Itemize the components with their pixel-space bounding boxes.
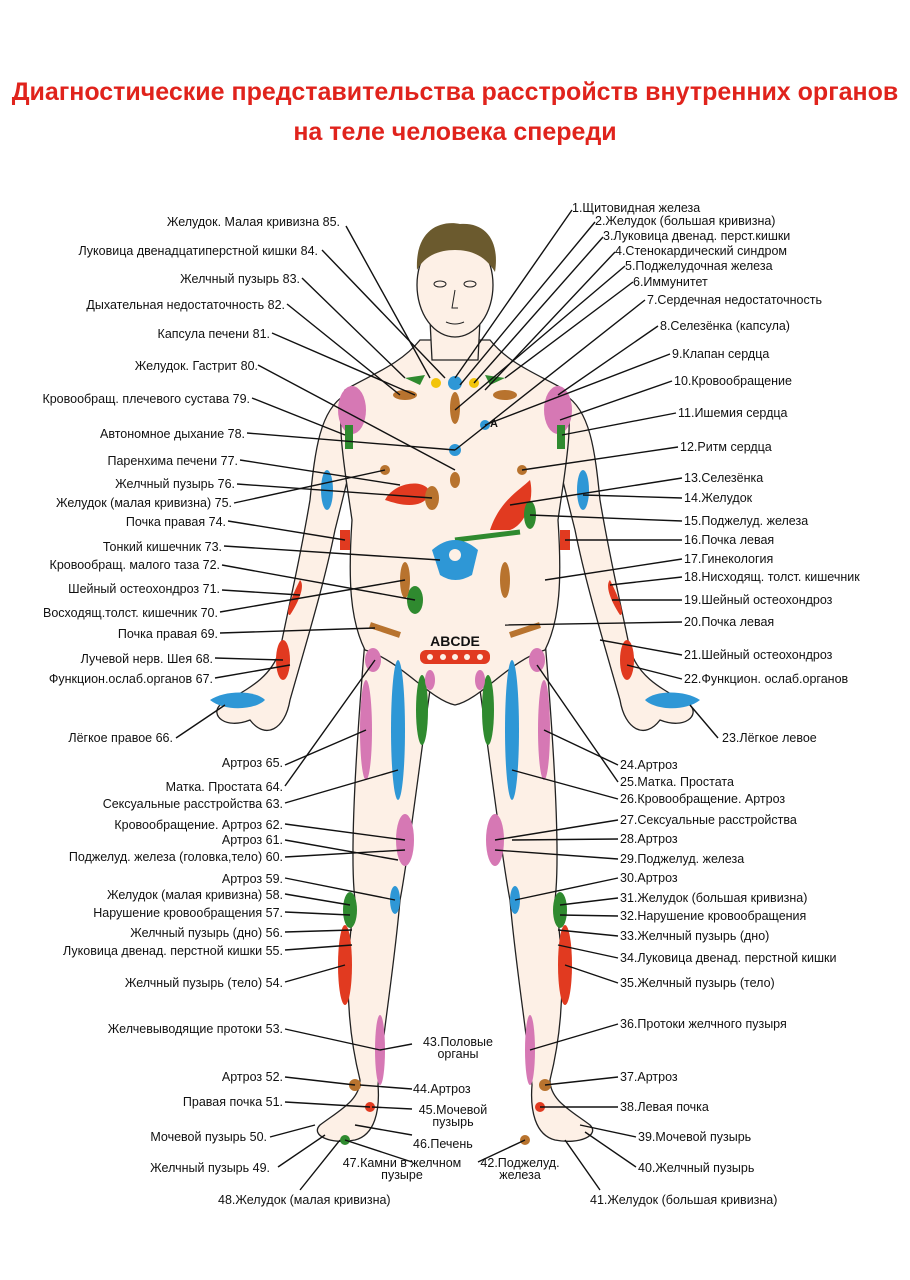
label-82: Дыхательная недостаточность 82. xyxy=(86,298,285,312)
label-65: Артроз 65. xyxy=(221,756,283,770)
label-73: Тонкий кишечник 73. xyxy=(102,540,222,554)
label-69: Почка правая 69. xyxy=(117,627,218,641)
leader-lines-left xyxy=(175,225,456,1191)
label-76: Желчный пузырь 76. xyxy=(115,477,235,491)
label-54: Желчный пузырь (тело) 54. xyxy=(124,976,283,990)
face xyxy=(433,280,477,325)
body-silhouette xyxy=(216,232,694,1142)
label-83: Желчный пузырь 83. xyxy=(180,272,300,286)
label-29: 29.Поджелуд. железа xyxy=(620,852,745,866)
label-20: 20.Почка левая xyxy=(684,615,775,629)
label-43: 43.Половые органы xyxy=(422,1035,493,1061)
label-10: 10.Кровообращение xyxy=(674,374,792,388)
label-31: 31.Желудок (большая кривизна) xyxy=(620,891,808,905)
label-6: 6.Иммунитет xyxy=(633,275,708,289)
label-58: Желудок (малая кривизна) 58. xyxy=(106,888,283,902)
label-49: Желчный пузырь 49. xyxy=(150,1161,270,1175)
label-4: 4.Стенокардический синдром xyxy=(615,244,788,258)
label-5: 5.Поджелудочная железа xyxy=(625,259,773,273)
label-71: Шейный остеохондроз 71. xyxy=(68,582,220,596)
label-9: 9.Клапан сердца xyxy=(672,347,770,361)
label-1: 1.Щитовидная железа xyxy=(572,201,701,215)
label-59: Артроз 59. xyxy=(221,872,283,886)
label-46: 46.Печень xyxy=(413,1137,473,1151)
label-37: 37.Артроз xyxy=(620,1070,678,1084)
label-3: 3.Луковица двенад. перст.кишки xyxy=(603,229,791,243)
label-60: Поджелуд. железа (головка,тело) 60. xyxy=(68,850,283,864)
label-8: 8.Селезёнка (капсула) xyxy=(660,319,790,333)
label-63: Сексуальные расстройства 63. xyxy=(102,797,283,811)
label-40: 40.Желчный пузырь xyxy=(638,1161,755,1175)
abcde-points xyxy=(420,650,490,664)
label-25: 25.Матка. Простата xyxy=(620,775,734,789)
label-84: Луковица двенадцатиперстной кишки 84. xyxy=(78,244,318,258)
label-24: 24.Артроз xyxy=(620,758,678,772)
label-28: 28.Артроз xyxy=(620,832,678,846)
label-52: Артроз 52. xyxy=(221,1070,283,1084)
label-78: Автономное дыхание 78. xyxy=(100,427,245,441)
label-38: 38.Левая почка xyxy=(620,1100,709,1114)
label-44: 44.Артроз xyxy=(413,1082,471,1096)
label-45: 45.Мочевой пузырь xyxy=(418,1103,488,1129)
label-85: Желудок. Малая кривизна 85. xyxy=(166,215,340,229)
label-72: Кровообращ. малого таза 72. xyxy=(49,558,220,572)
label-18: 18.Нисходящ. толст. кишечник xyxy=(684,570,860,584)
label-7: 7.Сердечная недостаточность xyxy=(647,293,822,307)
label-12: 12.Ритм сердца xyxy=(680,440,772,454)
label-32: 32.Нарушение кровообращения xyxy=(620,909,807,923)
label-50: Мочевой пузырь 50. xyxy=(150,1130,267,1144)
page-title-line-1: Диагностические представительства расстр… xyxy=(11,78,899,106)
label-19: 19.Шейный остеохондроз xyxy=(684,593,833,607)
label-41: 41.Желудок (большая кривизна) xyxy=(590,1193,778,1207)
label-57: Нарушение кровообращения 57. xyxy=(93,906,283,920)
label-79: Кровообращ. плечевого сустава 79. xyxy=(42,392,250,406)
label-36: 36.Протоки желчного пузыря xyxy=(620,1017,787,1031)
label-55: Луковица двенад. перстной кишки 55. xyxy=(63,944,283,958)
label-2: 2.Желудок (большая кривизна) xyxy=(595,214,776,228)
label-22: 22.Функцион. ослаб.органов xyxy=(684,672,849,686)
label-16: 16.Почка левая xyxy=(684,533,775,547)
label-66: Лёгкое правое 66. xyxy=(68,731,173,745)
abcde-label: ABCDE xyxy=(430,633,480,649)
label-34: 34.Луковица двенад. перстной кишки xyxy=(620,951,837,965)
label-27: 27.Сексуальные расстройства xyxy=(620,813,797,827)
label-74: Почка правая 74. xyxy=(125,515,226,529)
label-80: Желудок. Гастрит 80. xyxy=(134,359,258,373)
label-26: 26.Кровообращение. Артроз xyxy=(620,792,786,806)
label-42: 42.Поджелуд. железа xyxy=(480,1156,560,1182)
label-39: 39.Мочевой пузырь xyxy=(638,1130,752,1144)
label-21: 21.Шейный остеохондроз xyxy=(684,648,833,662)
label-11: 11.Ишемия сердца xyxy=(678,406,788,420)
heart-mark: A xyxy=(490,418,498,430)
label-47: 47.Камни в желчном пузыре xyxy=(342,1156,462,1182)
label-13: 13.Селезёнка xyxy=(684,471,764,485)
label-77: Паренхима печени 77. xyxy=(107,454,239,468)
label-17: 17.Гинекология xyxy=(684,552,774,566)
label-33: 33.Желчный пузырь (дно) xyxy=(620,929,770,943)
hair xyxy=(416,223,496,272)
label-56: Желчный пузырь (дно) 56. xyxy=(130,926,283,940)
label-75: Желудок (малая кривизна) 75. xyxy=(55,496,232,510)
label-15: 15.Поджелуд. железа xyxy=(684,514,809,528)
label-35: 35.Желчный пузырь (тело) xyxy=(620,976,775,990)
label-14: 14.Желудок xyxy=(684,491,753,505)
label-67: Функцион.ослаб.органов 67. xyxy=(48,672,213,686)
label-81: Капсула печени 81. xyxy=(157,327,270,341)
label-53: Желчевыводящие протоки 53. xyxy=(107,1022,283,1036)
page-title-line-2: на теле человека спереди xyxy=(293,118,617,146)
leader-lines-right xyxy=(344,209,719,1191)
label-62: Кровообращение. Артроз 62. xyxy=(114,818,283,832)
label-68: Лучевой нерв. Шея 68. xyxy=(80,652,213,666)
label-70: Восходящ.толст. кишечник 70. xyxy=(43,606,218,620)
label-48: 48.Желудок (малая кривизна) xyxy=(218,1193,391,1207)
label-61: Артроз 61. xyxy=(221,833,283,847)
label-30: 30.Артроз xyxy=(620,871,678,885)
label-64: Матка. Простата 64. xyxy=(165,780,283,794)
label-23: 23.Лёгкое левое xyxy=(722,731,817,745)
label-51: Правая почка 51. xyxy=(182,1095,283,1109)
